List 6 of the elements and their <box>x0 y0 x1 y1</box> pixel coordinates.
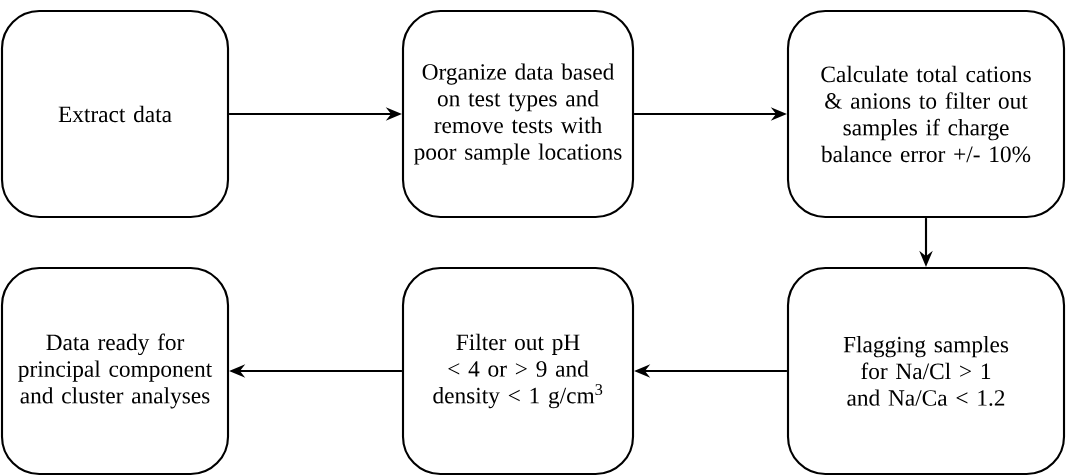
process-box: Extract data <box>0 9 230 219</box>
process-box: Organize data based on test types and remove tests with poor sample locations <box>401 9 635 219</box>
process-box: Calculate total cations & anions to filter out samples if charge balance error +/- 10% <box>786 9 1066 219</box>
process-box: Data ready for principal component and cluster analyses <box>0 266 230 476</box>
process-box: Filter out pH < 4 or > 9 and density < 1 g/cm$^{3}$ <box>401 266 635 476</box>
process-box: Flagging samples for Na/Cl > 1 and Na/Ca < 1.2 <box>786 266 1066 476</box>
